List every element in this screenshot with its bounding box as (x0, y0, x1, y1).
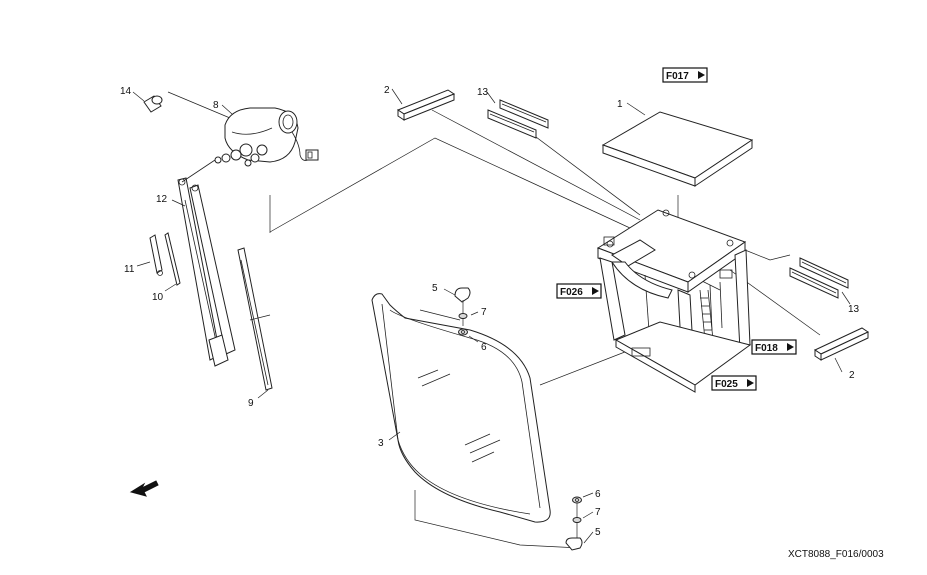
callout-13-lower: 13 (848, 304, 860, 315)
callout-6-lower: 6 (595, 489, 601, 500)
callout-2-upper: 2 (384, 85, 390, 96)
drawing-code: XCT8088_F016/0003 (788, 549, 884, 560)
part-seal-strips-lower (789, 257, 849, 299)
part-hinge-hardware-lower (565, 492, 594, 551)
reference-f017-label: F017 (666, 71, 689, 82)
reference-f025[interactable]: F025 (711, 375, 757, 391)
part-wiper-blade-small (164, 232, 181, 292)
callout-1: 1 (617, 99, 623, 110)
callout-14: 14 (120, 86, 132, 97)
reference-arrow-icon (747, 379, 754, 387)
callout-2-lower: 2 (849, 370, 855, 381)
reference-arrow-icon (787, 343, 794, 351)
reference-f018-label: F018 (755, 343, 778, 354)
reference-f025-label: F025 (715, 379, 738, 390)
callout-leaders (388, 88, 851, 441)
callout-11: 11 (124, 264, 135, 275)
part-wiper-linkage (171, 159, 236, 367)
reference-f017[interactable]: F017 (662, 67, 708, 83)
reference-arrow-icon (592, 287, 599, 295)
callout-3: 3 (378, 438, 384, 449)
part-strip-lower (813, 327, 870, 361)
part-seal-strips-upper (487, 99, 549, 139)
callout-7-lower: 7 (595, 507, 601, 518)
callout-labels: 1 2 2 3 5 5 6 6 7 7 8 9 10 11 12 13 13 1… (120, 85, 860, 538)
callout-5-upper: 5 (432, 283, 438, 294)
callout-13-upper: 13 (477, 87, 489, 98)
direction-arrow-icon (129, 480, 159, 497)
callout-9: 9 (248, 398, 254, 409)
callout-7-upper: 7 (481, 307, 487, 318)
part-bushing (132, 91, 163, 113)
part-wiper-arm-small (136, 234, 163, 276)
callout-5-lower: 5 (595, 527, 601, 538)
part-wiper-blade (237, 247, 273, 399)
part-cab-frame (596, 209, 752, 393)
part-windscreen (371, 293, 551, 523)
reference-f026-label: F026 (560, 287, 583, 298)
part-hinge-hardware-upper (443, 287, 479, 343)
reference-arrow-icon (698, 71, 705, 79)
reference-f026[interactable]: F026 (556, 283, 602, 299)
callout-12: 12 (156, 194, 168, 205)
reference-f018[interactable]: F018 (751, 339, 797, 355)
callout-8: 8 (213, 100, 219, 111)
callout-10: 10 (152, 292, 164, 303)
callout-6-upper: 6 (481, 342, 487, 353)
part-strip-upper (396, 89, 456, 121)
assembly-lines (167, 91, 821, 549)
part-wiper-motor (214, 104, 319, 167)
part-roof-panel (601, 111, 754, 240)
